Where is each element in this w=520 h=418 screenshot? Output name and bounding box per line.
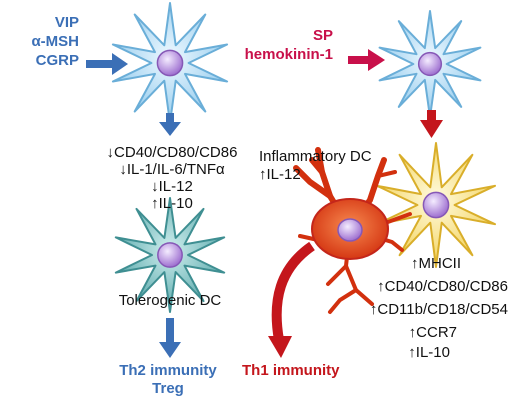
marker-mhcii: ↑MHCII xyxy=(411,255,461,272)
left-stimulus-arrow xyxy=(86,53,128,75)
outcome-th2: Th2 immunity xyxy=(119,362,217,379)
tolerogenic-dendritic-cell xyxy=(114,197,226,313)
left-down-arrow-2 xyxy=(159,318,181,358)
dendrite-branch xyxy=(309,157,325,175)
mature-dendritic-cell xyxy=(376,142,496,268)
th1-curved-arrow xyxy=(268,241,315,358)
dendrite-branch xyxy=(328,288,358,314)
stimulus-msh: α-MSH xyxy=(31,33,79,50)
right-stimulus-arrow xyxy=(348,49,385,71)
marker-il10: ↑IL-10 xyxy=(408,344,450,361)
stimulus-cgrp: CGRP xyxy=(36,52,79,69)
stimulus-sp: SP xyxy=(313,27,333,44)
dendritic-cell-top-left xyxy=(111,2,229,124)
inflammatory-dc-label: Inflammatory DC ↑IL-12 xyxy=(259,148,372,183)
dendrite-branch xyxy=(326,264,348,286)
cell-nucleus xyxy=(157,242,183,268)
right-stimuli: SP hemokinin-1 xyxy=(245,27,333,63)
cell-nucleus xyxy=(417,51,443,77)
marker-adhesion: ↑CD11b/CD18/CD54 xyxy=(370,301,508,318)
outcome-treg: Treg xyxy=(152,380,184,397)
outcome-th1: Th1 immunity xyxy=(242,362,340,379)
stimulus-hemokinin: hemokinin-1 xyxy=(245,46,333,63)
dendritic-cell-top-right xyxy=(378,10,482,118)
inflammatory-dendritic-cell xyxy=(293,147,412,314)
effect-il12: ↓IL-12 xyxy=(151,178,193,195)
marker-ccr7: ↑CCR7 xyxy=(409,324,457,341)
dendrite-branch xyxy=(376,170,397,178)
cell-nucleus xyxy=(422,191,450,219)
effect-cytokines: ↓IL-1/IL-6/TNFα xyxy=(119,161,225,178)
left-stimuli: VIP α-MSH CGRP xyxy=(31,14,79,69)
effect-il10: ↑IL-10 xyxy=(151,195,193,212)
stimulus-vip: VIP xyxy=(55,14,79,31)
nucleus-inflammatory xyxy=(337,218,363,242)
left-outcome: Th2 immunity Treg xyxy=(119,362,217,397)
right-down-arrow xyxy=(420,110,443,138)
dendrite-branch xyxy=(293,165,333,199)
left-down-arrow-1 xyxy=(159,113,181,136)
effect-costim: ↓CD40/CD80/CD86 xyxy=(107,144,238,161)
left-effects: ↓CD40/CD80/CD86 ↓IL-1/IL-6/TNFα ↓IL-12 ↑… xyxy=(107,144,238,212)
marker-costim: ↑CD40/CD80/CD86 xyxy=(377,278,508,295)
cell-nucleus xyxy=(156,49,184,77)
tolerogenic-dc-label: Tolerogenic DC xyxy=(119,292,222,309)
inflammatory-dc-title: Inflammatory DC xyxy=(259,148,372,165)
right-markers: ↑MHCII ↑CD40/CD80/CD86 ↑CD11b/CD18/CD54 … xyxy=(370,255,508,361)
inflammatory-il12: ↑IL-12 xyxy=(259,166,301,183)
